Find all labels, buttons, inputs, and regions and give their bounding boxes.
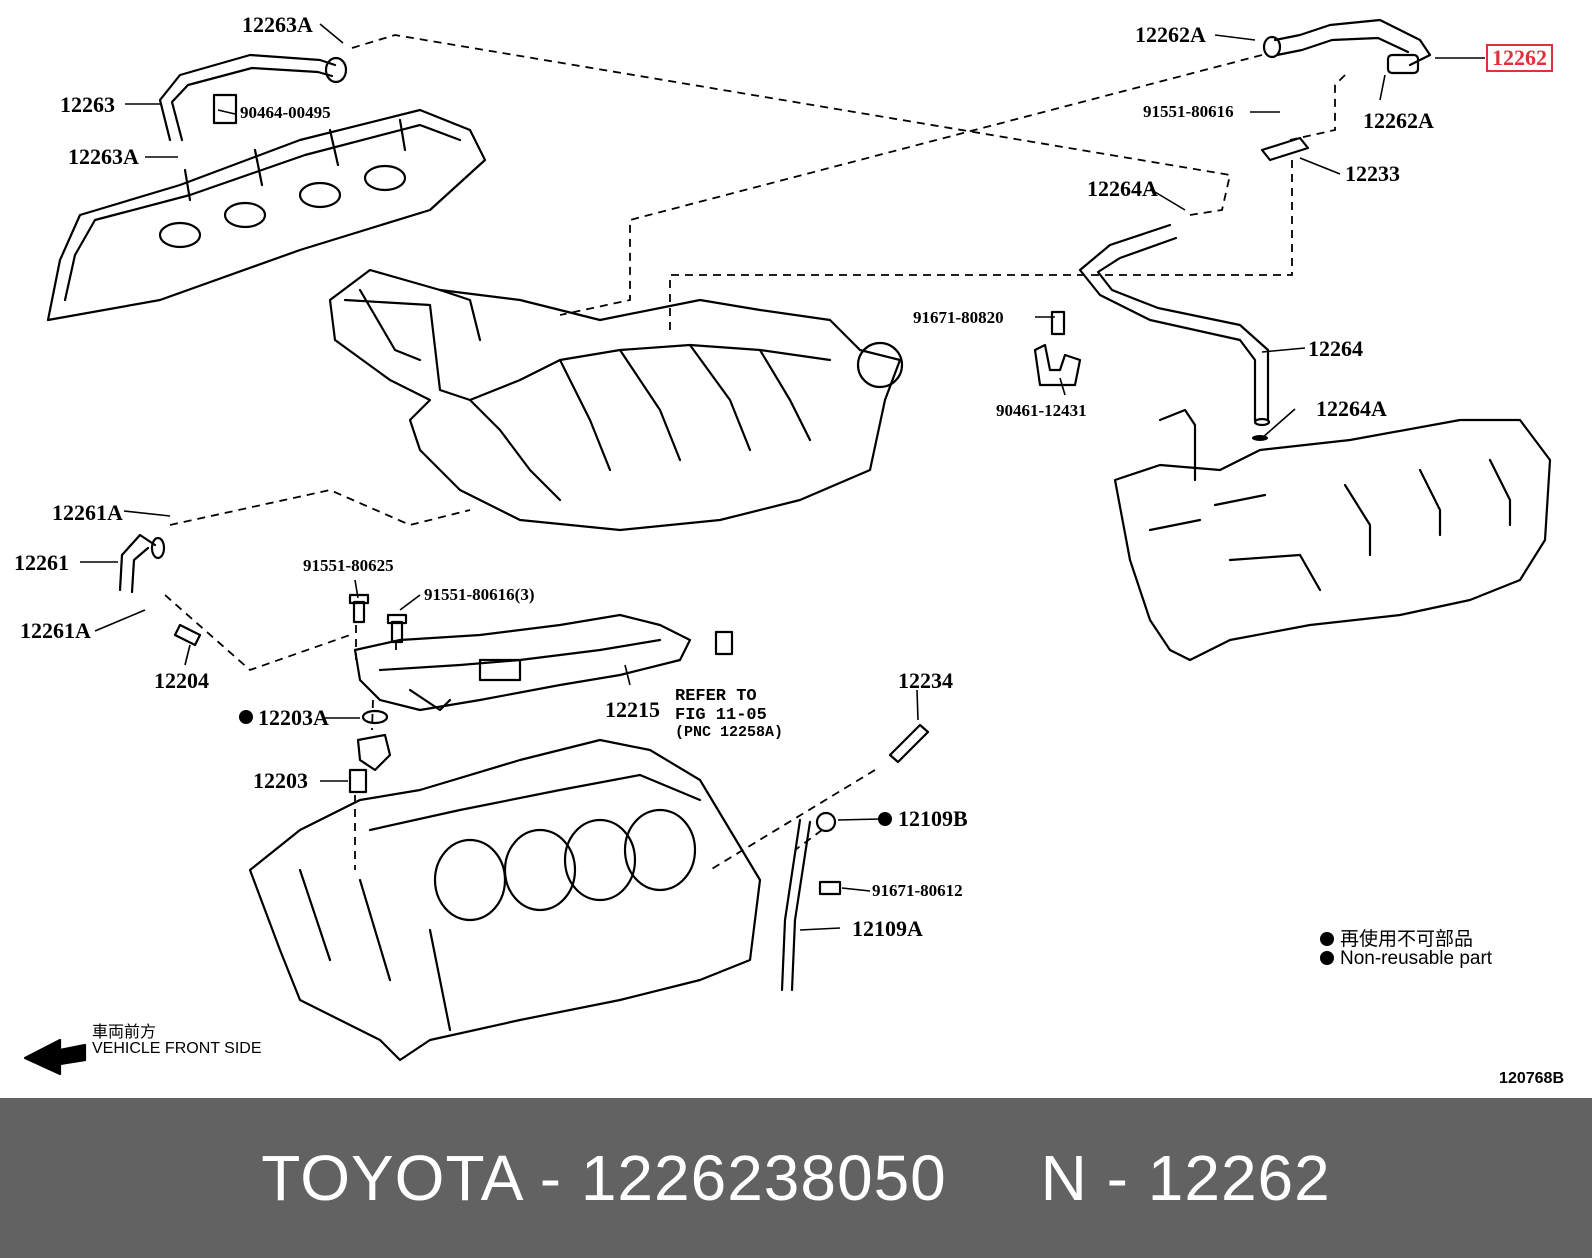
callout-91551-80616[interactable]: 91551-80616: [1143, 102, 1234, 121]
refer-line-1: REFER TO: [675, 687, 757, 706]
fitting-12203-drawing: [348, 709, 392, 794]
callout-12109B[interactable]: 12109B: [898, 806, 968, 831]
callout-12109A[interactable]: 12109A: [852, 916, 923, 941]
engine-block-drawing: [248, 738, 762, 1062]
dipstick-guide-drawing: [780, 811, 842, 992]
diagram-drawing: [23, 18, 1552, 1076]
callout-12234[interactable]: 12234: [898, 668, 953, 693]
diagram-code: 120768B: [1499, 1070, 1564, 1087]
front-label-jp: 車両前方: [92, 1024, 157, 1041]
front-label-en: VEHICLE FRONT SIDE: [92, 1040, 262, 1057]
callout-90461-12431[interactable]: 90461-12431: [996, 401, 1087, 420]
hose-12263-drawing: [158, 53, 348, 142]
callout-12215[interactable]: 12215: [605, 697, 660, 722]
plate-12215-drawing: [353, 613, 692, 712]
callout-12261A-bottom[interactable]: 12261A: [20, 618, 91, 643]
bolts-drawing: [348, 593, 734, 656]
callout-12263A-bottom[interactable]: 12263A: [68, 144, 139, 169]
refer-line-2: FIG 11-05: [675, 705, 767, 725]
callout-12264A-top[interactable]: 12264A: [1087, 176, 1158, 201]
footer-part-number: TOYOTA - 1226238050 N - 12262: [261, 1142, 1331, 1214]
callout-12264A-bottom[interactable]: 12264A: [1316, 396, 1387, 421]
hose-12261-drawing: [118, 533, 166, 594]
refer-note[interactable]: REFER TO FIG 11-05 (PNC 12258A): [675, 687, 784, 742]
callout-12203A[interactable]: 12203A: [258, 705, 329, 730]
valve-cover-left-drawing: [46, 108, 487, 322]
callout-12262-highlighted[interactable]: 12262: [1486, 44, 1553, 72]
callout-12261[interactable]: 12261: [14, 550, 69, 575]
clamp-90461-drawing: [1033, 310, 1082, 387]
callout-12263A-top[interactable]: 12263A: [242, 12, 313, 37]
valve-12204-drawing: [173, 623, 202, 647]
intake-manifold-drawing: [328, 268, 904, 532]
hose-12262-drawing: [1262, 18, 1432, 75]
legend-jp: 再使用不可部品: [1320, 924, 1473, 951]
callout-12263[interactable]: 12263: [60, 92, 115, 117]
callout-91671-80820[interactable]: 91671-80820: [913, 308, 1004, 327]
legend-en: Non-reusable part: [1320, 948, 1492, 970]
valve-cover-right-drawing: [1113, 408, 1552, 662]
sensor-12234-drawing: [888, 723, 930, 764]
callout-12262A-right[interactable]: 12262A: [1363, 108, 1434, 133]
callout-91551-80616-3[interactable]: 91551-80616(3): [424, 585, 535, 604]
bracket-12233-drawing: [1260, 136, 1310, 162]
bullet-icon: [1320, 951, 1334, 965]
callout-12262A-left[interactable]: 12262A: [1135, 22, 1206, 47]
legend-en-text: Non-reusable part: [1340, 948, 1493, 969]
callout-12203[interactable]: 12203: [253, 768, 308, 793]
callout-12204[interactable]: 12204: [154, 668, 209, 693]
callout-12264[interactable]: 12264: [1308, 336, 1363, 361]
front-arrow-drawing: [23, 1038, 87, 1076]
footer-bar: TOYOTA - 1226238050 N - 12262: [0, 1098, 1592, 1258]
hose-12264-drawing: [1078, 223, 1271, 427]
callout-12233[interactable]: 12233: [1345, 161, 1400, 186]
callout-91551-80625[interactable]: 91551-80625: [303, 556, 394, 575]
bullet-icon: [1320, 932, 1334, 946]
refer-line-3: (PNC 12258A): [675, 724, 784, 742]
callout-90464-00495[interactable]: 90464-00495: [240, 103, 331, 122]
legend-jp-text: 再使用不可部品: [1340, 929, 1474, 950]
parts-diagram: 12263A 12263 90464-00495 12263A 12262A 1…: [14, 12, 1564, 1087]
callout-91671-80612[interactable]: 91671-80612: [872, 881, 963, 900]
callout-12261A-top[interactable]: 12261A: [52, 500, 123, 525]
